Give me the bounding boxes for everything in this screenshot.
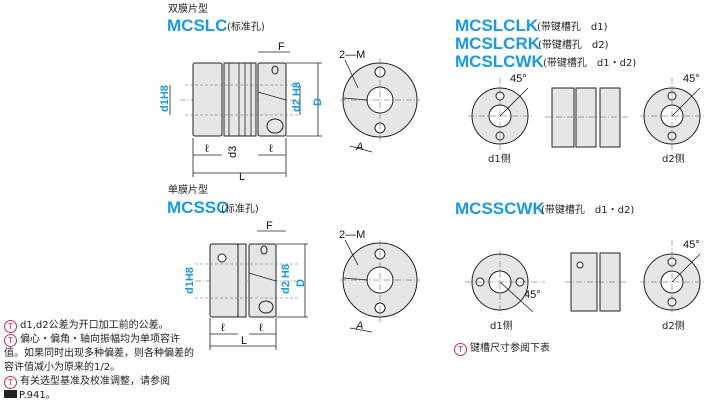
book-reference-icon <box>4 390 17 398</box>
model-mcslcwk-note: (带键槽孔 d1・d2) <box>543 56 636 69</box>
model-mcslclk-note: (带键槽孔 d1) <box>537 20 608 33</box>
model-mcsscwk-note: (带键槽孔 d1・d2) <box>541 203 634 216</box>
single-dim-A: A <box>355 320 363 332</box>
double-dim-A: A <box>355 141 363 153</box>
note-2-text: 偏心・偏角・轴向振幅均为单项容许值。如果同时出现多种偏差，则各种偏差的容许值减小… <box>4 334 194 373</box>
note-icon: T <box>454 343 467 356</box>
single-d1-side-label: d1侧 <box>490 319 513 332</box>
page-reference[interactable]: P.941。 <box>4 389 199 403</box>
single-d1-angle: 45° <box>524 289 541 301</box>
note-1-text: d1,d2公差为开口加工前的公差。 <box>20 320 169 331</box>
single-coupling-front-view <box>340 239 420 333</box>
double-dim-d3: d3 <box>227 146 239 158</box>
double-dim-d2: d2 H8 <box>291 82 303 112</box>
note-icon: T <box>4 320 17 333</box>
double-dim-F: F <box>278 41 285 53</box>
model-mcslcwk: MCSLCWK <box>455 52 544 71</box>
note-icon: T <box>4 376 17 389</box>
single-category: 单膜片型 <box>168 183 208 196</box>
d2-angle: 45° <box>683 73 700 85</box>
double-keyed-model-list: MCSLCLK (带键槽孔 d1) MCSLCRK (带键槽孔 d2) MCSL… <box>455 16 636 71</box>
double-keyed-views <box>468 78 704 150</box>
single-keyed-views <box>465 240 704 316</box>
double-dim-D: D <box>312 98 324 106</box>
single-model: MCSSC <box>167 198 228 217</box>
single-dim-F: F <box>266 220 273 232</box>
double-category: 双膜片型 <box>168 2 208 15</box>
keyway-note-text: 键槽尺寸参阅下表 <box>470 343 550 354</box>
d2-side-label: d2侧 <box>662 152 685 165</box>
single-dim-L: L <box>241 335 247 347</box>
model-mcslclk: MCSLCLK <box>455 16 539 35</box>
note-icon: T <box>4 334 17 347</box>
d1-side-label: d1侧 <box>488 152 511 165</box>
double-bore-type: (标准孔) <box>227 21 265 33</box>
model-mcslcrk-note: (带键槽孔 d2) <box>538 38 609 51</box>
double-model: MCSLC <box>167 16 227 35</box>
single-d2-angle: 45° <box>683 239 700 251</box>
note-3-text: 有关选型基准及校准调整，请参阅 <box>20 376 170 387</box>
double-dim-d1: d1H8 <box>159 85 171 112</box>
double-dim-M: 2—M <box>339 49 365 61</box>
double-coupling-front-view <box>340 58 420 153</box>
single-dim-d1: d1H8 <box>184 267 196 294</box>
single-dim-D: D <box>295 279 307 287</box>
page-ref-text[interactable]: P.941。 <box>19 390 56 401</box>
single-coupling-side-view <box>195 230 308 350</box>
d1-angle: 45° <box>510 73 527 85</box>
double-dim-l-left: ℓ <box>205 143 209 155</box>
single-dim-l-right: ℓ <box>259 322 263 334</box>
double-coupling-side-view <box>169 51 322 177</box>
double-dim-l-right: ℓ <box>269 143 273 155</box>
single-d2-side-label: d2侧 <box>662 319 685 332</box>
single-dim-l-left: ℓ <box>221 322 225 334</box>
model-mcslcrk: MCSLCRK <box>455 34 541 53</box>
single-dim-d2: d2 H8 <box>280 264 292 294</box>
model-mcsscwk: MCSSCWK <box>455 199 545 218</box>
double-dim-L: L <box>239 171 245 183</box>
single-dim-M: 2—M <box>339 229 365 241</box>
single-bore-type: (标准孔) <box>221 203 259 215</box>
